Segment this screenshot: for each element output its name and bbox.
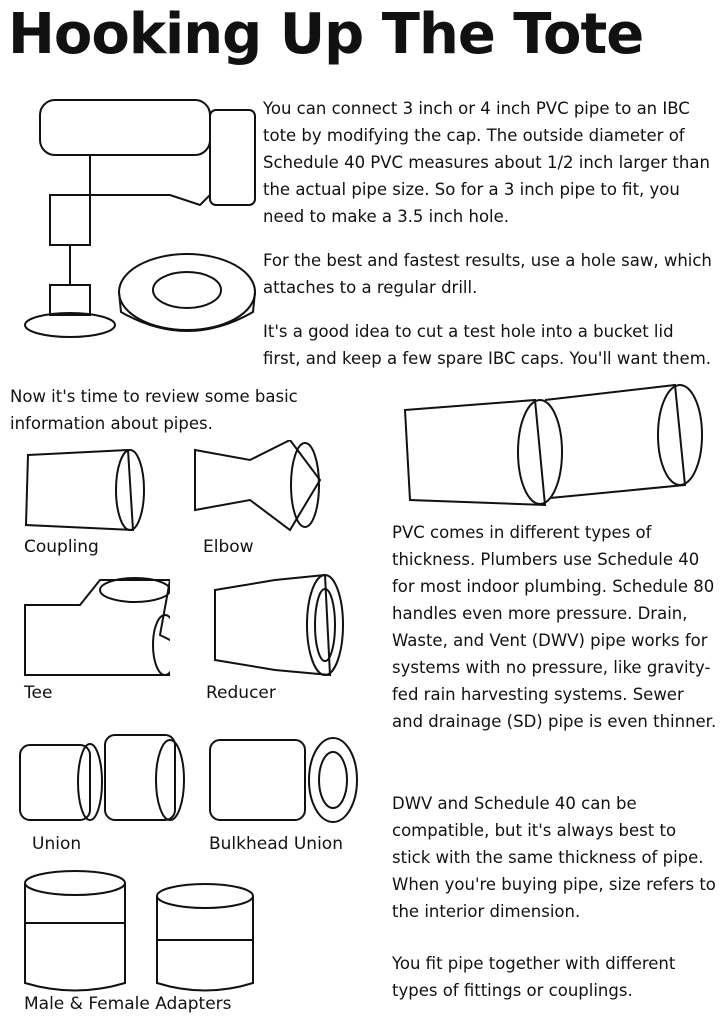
pvc-paragraph-1: PVC comes in different types of thicknes…	[392, 523, 717, 731]
pvc-paragraph-3: You fit pipe together with different typ…	[392, 954, 676, 1000]
label-union: Union	[32, 834, 82, 854]
label-elbow: Elbow	[203, 537, 254, 557]
review-text: Now it's time to review some basic infor…	[10, 387, 298, 433]
label-reducer: Reducer	[206, 683, 276, 703]
label-tee: Tee	[24, 683, 53, 703]
page-title: Hooking Up The Tote	[8, 2, 644, 67]
label-bulkhead-union: Bulkhead Union	[209, 834, 343, 854]
adapters-icon	[24, 870, 254, 992]
bulkhead-union-icon	[209, 737, 358, 823]
tee-icon	[24, 577, 170, 676]
elbow-icon	[194, 440, 322, 532]
reducer-icon	[214, 573, 344, 677]
label-coupling: Coupling	[24, 537, 99, 557]
drill-illustration	[24, 99, 256, 338]
ibc-cap-illustration	[118, 253, 256, 332]
pvc-pipes-illustration	[403, 383, 703, 507]
union-icon	[19, 734, 185, 821]
intro-paragraph-3: It's a good idea to cut a test hole into…	[263, 322, 712, 368]
pvc-paragraph-2: DWV and Schedule 40 can be compatible, b…	[392, 794, 716, 921]
intro-paragraph-2: For the best and fastest results, use a …	[263, 251, 712, 297]
coupling-icon	[24, 448, 145, 532]
label-adapters: Male & Female Adapters	[24, 994, 232, 1014]
intro-paragraph-1: You can connect 3 inch or 4 inch PVC pip…	[263, 99, 710, 226]
